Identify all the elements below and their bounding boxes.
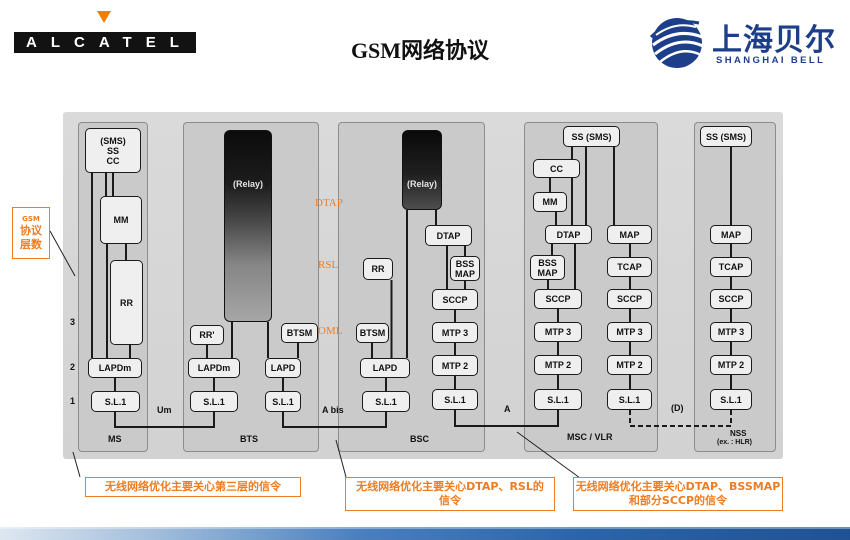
pointer-line (72, 451, 81, 478)
msc-mtp2-right-box: MTP 2 (607, 355, 652, 375)
ms-lapdm-box: LAPDm (88, 358, 142, 378)
nss-sccp-box: SCCP (710, 289, 752, 309)
alcatel-logo: ALCATEL (14, 32, 196, 53)
msc-mtp2-left-box: MTP 2 (534, 355, 582, 375)
globe-icon (649, 18, 704, 68)
column-label-bsc: BSC (410, 434, 430, 444)
bsc-sl1-right-box: S.L.1 (432, 389, 478, 410)
column-label-bts: BTS (240, 434, 258, 444)
msc-tcap-box: TCAP (607, 257, 652, 277)
link-label-a: A (504, 404, 511, 414)
note-dtap-rsl: 无线网络优化主要关心DTAP、RSL的 信令 (345, 477, 555, 511)
layer-number-2: 2 (70, 362, 76, 372)
interface-label-dtap: DTAP (315, 197, 343, 209)
bts-btsm-box: BTSM (281, 323, 318, 343)
nss-ss-sms-box: SS (SMS) (700, 126, 752, 147)
link-a (454, 410, 559, 427)
bsc-sl1-left-box: S.L.1 (362, 391, 410, 412)
msc-bssmap-box: BSS MAP (530, 255, 565, 280)
link-label-d: (D) (671, 403, 684, 413)
column-label-msc-vlr: MSC / VLR (567, 432, 613, 442)
bts-lapd-box: LAPD (265, 358, 301, 378)
bsc-btsm-box: BTSM (356, 323, 389, 343)
msc-ss-sms-box: SS (SMS) (563, 126, 620, 147)
link-label-abis: A bis (322, 405, 344, 415)
bsc-mtp2-box: MTP 2 (432, 355, 478, 376)
note-line: 无线网络优化主要关心第三层的信令 (105, 480, 281, 493)
shanghai-bell-logo-cn: 上海贝尔 (712, 23, 836, 58)
nss-mtp2-box: MTP 2 (710, 355, 752, 375)
bts-rr-prime-box: RR' (190, 325, 224, 345)
msc-sl1-right-box: S.L.1 (607, 389, 652, 410)
msc-sl1-left-box: S.L.1 (534, 389, 582, 410)
msc-mtp3-left-box: MTP 3 (534, 322, 582, 342)
bts-relay-box: (Relay) (224, 130, 272, 322)
note-line: 和部分SCCP的信令 (628, 494, 728, 507)
note-line: 信令 (439, 494, 461, 507)
bsc-rr-box: RR (363, 258, 393, 280)
bsc-lapd-box: LAPD (360, 358, 410, 378)
msc-sccp-left-box: SCCP (534, 289, 582, 309)
bsc-relay-label: (Relay) (406, 179, 437, 189)
msc-map-box: MAP (607, 225, 652, 244)
msc-dtap-box: DTAP (545, 225, 592, 244)
footer-highlight (0, 527, 850, 529)
bsc-bssmap-box: BSS MAP (450, 256, 480, 281)
ms-sl1-box: S.L.1 (91, 391, 140, 412)
msc-mtp3-right-box: MTP 3 (607, 322, 652, 342)
side-note-line: 层数 (20, 238, 42, 251)
nss-map-box: MAP (710, 225, 752, 244)
bsc-sccp-box: SCCP (432, 289, 478, 310)
bts-lapdm-box: LAPDm (188, 358, 240, 378)
pointer-line (516, 431, 581, 479)
note-dtap-bssmap-sccp: 无线网络优化主要关心DTAP、BSSMAP 和部分SCCP的信令 (573, 477, 783, 511)
column-label-nss: NSS (730, 429, 747, 438)
pointer-line (335, 439, 347, 478)
nss-tcap-box: TCAP (710, 257, 752, 277)
bsc-dtap-box: DTAP (425, 225, 472, 246)
msc-sccp-right-box: SCCP (607, 289, 652, 309)
link-abis (282, 412, 387, 428)
column-label-ms: MS (108, 434, 122, 444)
ms-mm-box: MM (100, 196, 142, 244)
page-title: GSM网络协议 (350, 38, 490, 63)
side-note-line: 协议 (20, 224, 42, 237)
note-layer3: 无线网络优化主要关心第三层的信令 (85, 477, 301, 497)
layer-number-3: 3 (70, 317, 76, 327)
nss-mtp3-box: MTP 3 (710, 322, 752, 342)
alcatel-triangle-icon (97, 11, 111, 23)
interface-label-rsl: RSL (318, 259, 339, 271)
msc-mm-box: MM (533, 192, 567, 212)
side-note-line: GSM (22, 215, 40, 223)
interface-label-oml: OML (318, 325, 343, 337)
bsc-mtp3-box: MTP 3 (432, 322, 478, 343)
layer-number-1: 1 (70, 396, 76, 406)
note-line: 无线网络优化主要关心DTAP、BSSMAP (575, 480, 781, 493)
bsc-relay-box: (Relay) (402, 130, 442, 210)
footer-bar (0, 527, 850, 540)
bts-relay-label: (Relay) (232, 179, 263, 189)
nss-sl1-box: S.L.1 (710, 389, 752, 410)
bts-sl1-right-box: S.L.1 (265, 391, 301, 412)
link-label-um: Um (157, 405, 172, 415)
ms-rr-box: RR (110, 260, 143, 345)
shanghai-bell-logo-en: SHANGHAI BELL (716, 55, 826, 66)
msc-cc-box: CC (533, 159, 580, 178)
bts-sl1-left-box: S.L.1 (190, 391, 238, 412)
link-d (629, 410, 732, 427)
link-um (114, 412, 215, 428)
note-line: 无线网络优化主要关心DTAP、RSL的 (356, 480, 544, 493)
protocol-layer-note: GSM 协议 层数 (12, 207, 50, 259)
ms-sms-ss-cc-box: (SMS) SS CC (85, 128, 141, 173)
pointer-line (49, 230, 76, 277)
column-sublabel-nss: (ex. : HLR) (717, 439, 752, 446)
